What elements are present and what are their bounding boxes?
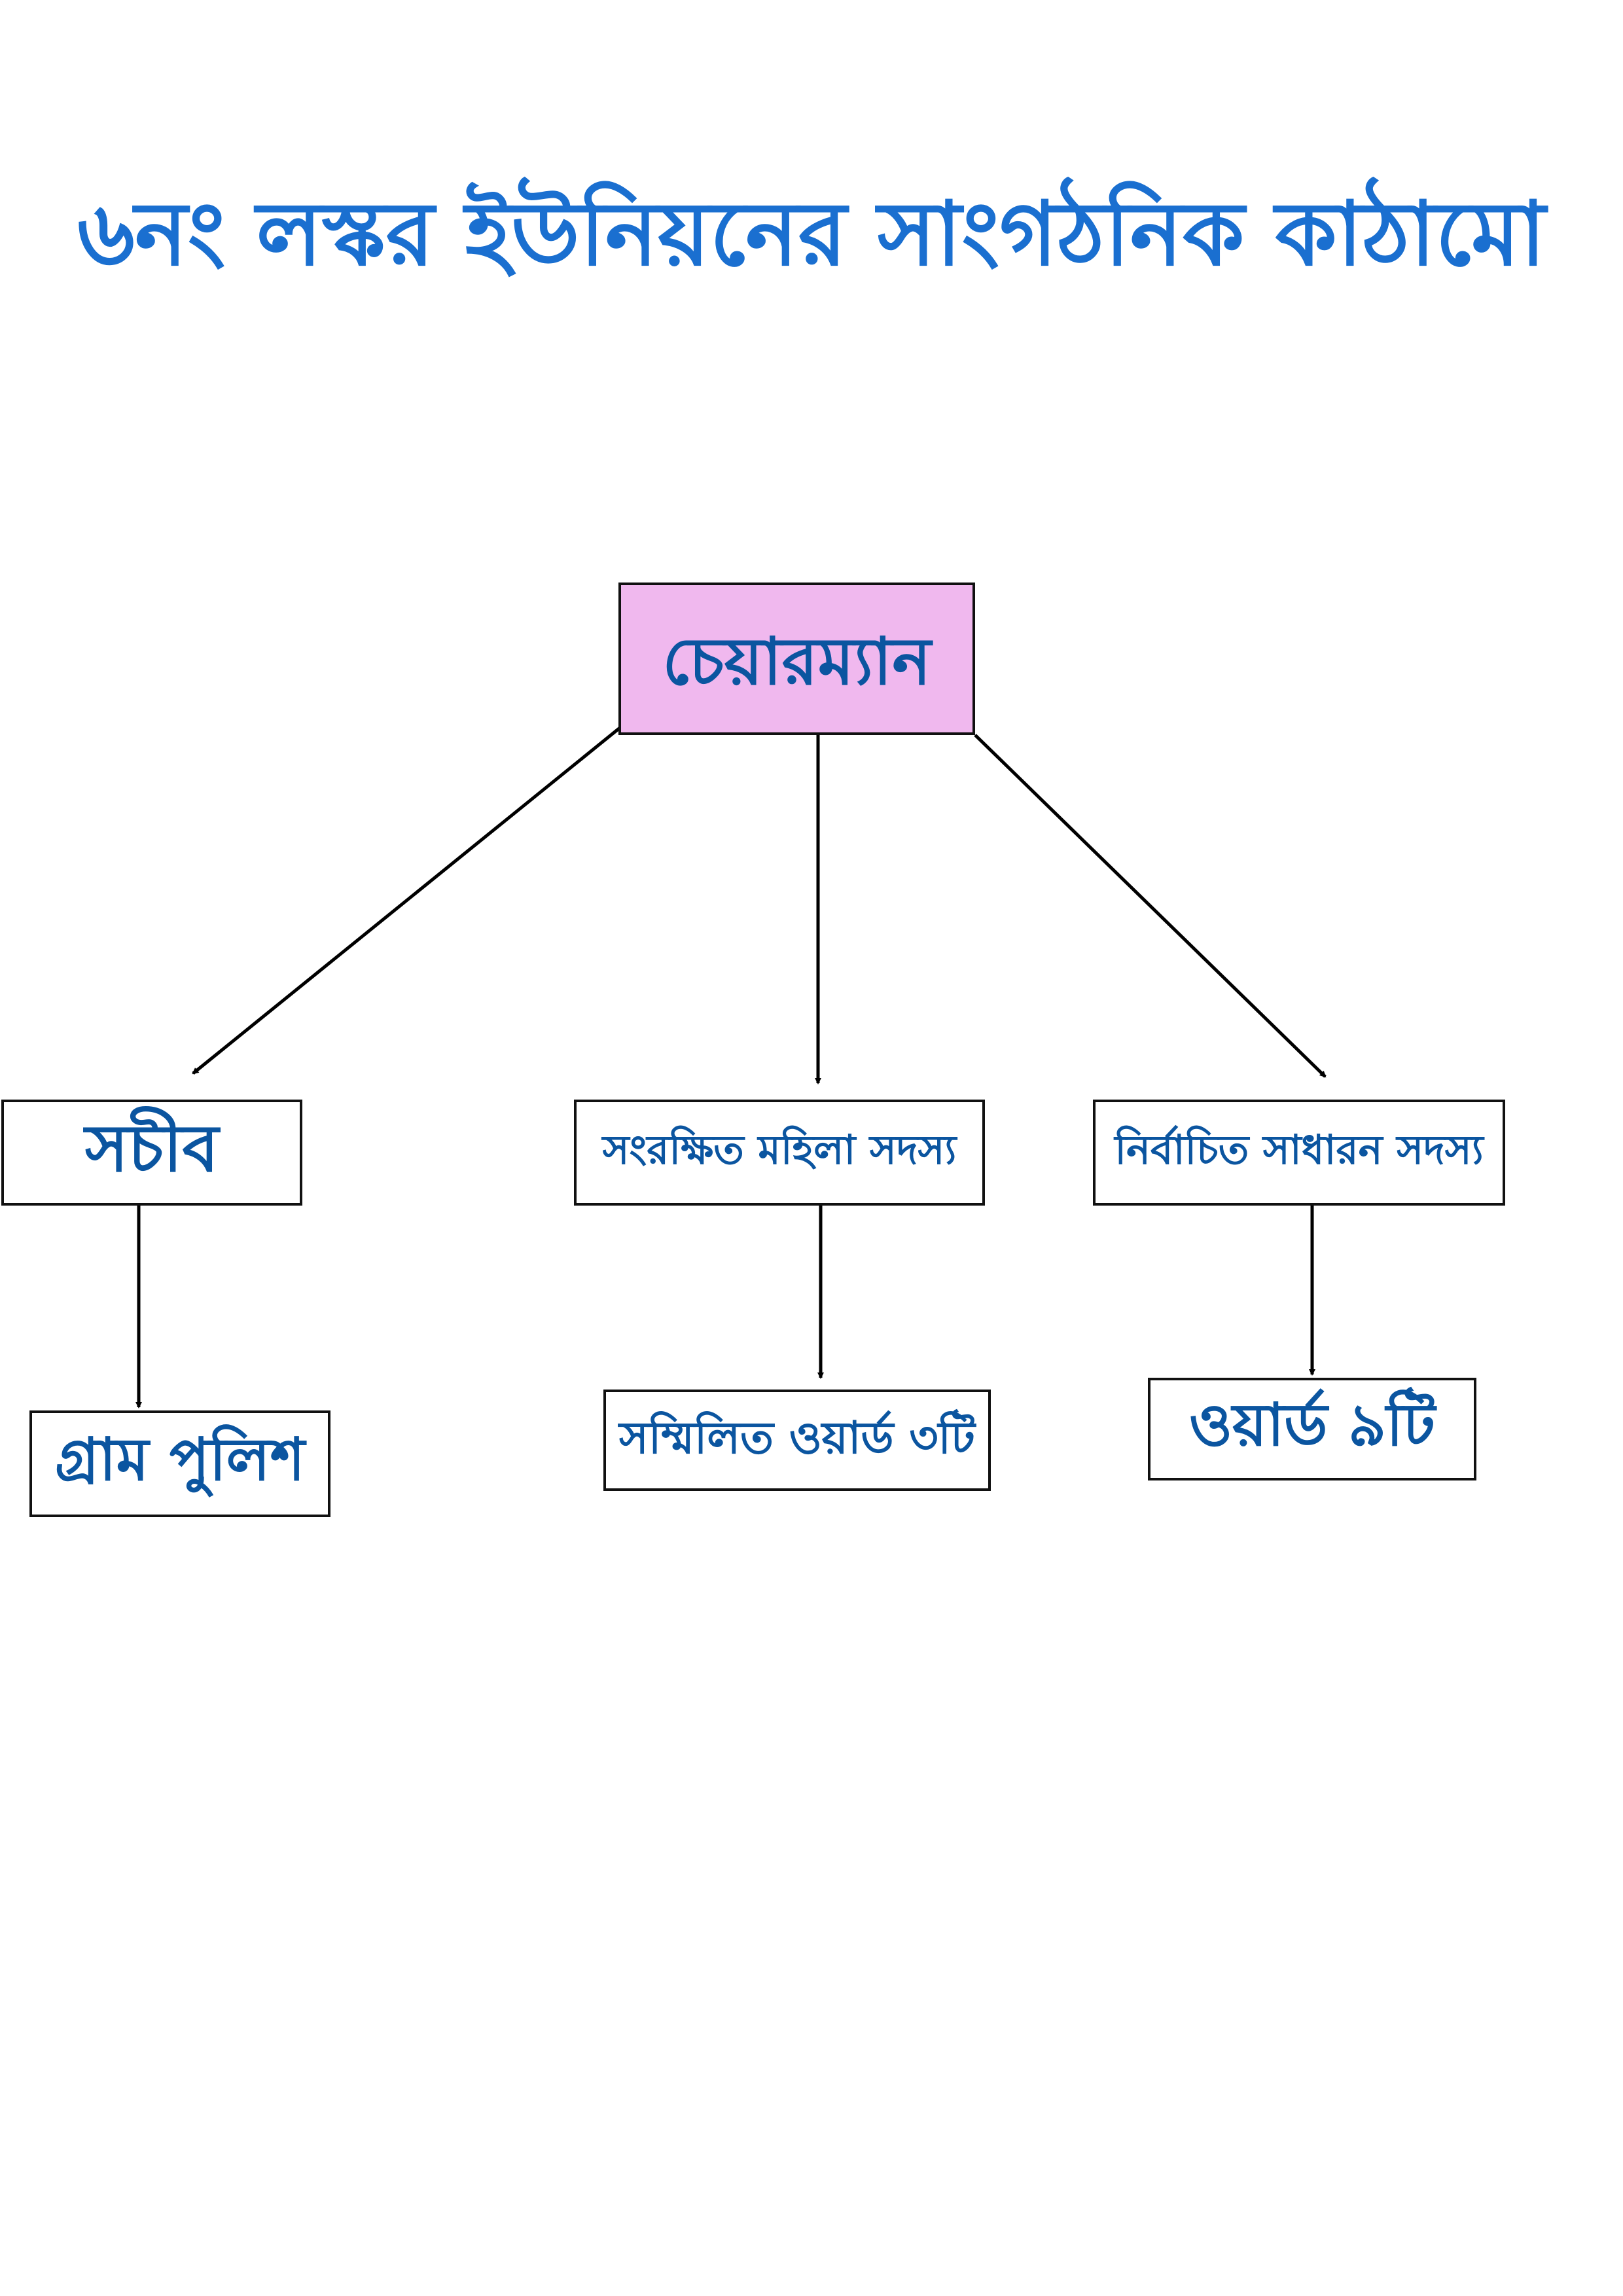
chairman-label: চেয়ারম্যান (662, 623, 931, 700)
secretary-box: সচীব (1, 1100, 302, 1206)
chairman-box: চেয়ারম্যান (618, 583, 975, 735)
arrow-chairman-to-elected (974, 734, 1327, 1078)
village-police-label: গ্রাম পুলিশ (55, 1425, 305, 1494)
reserved-women-member-label: সংরক্ষিত মহিলা সদস্য (602, 1125, 957, 1174)
elected-general-member-box: নির্বাচিত সাধারন সদস্য (1093, 1100, 1505, 1206)
combined-wards-box: সম্মিলিত ওয়ার্ড ৩টি (603, 1390, 991, 1491)
arrow-chairman-to-secretary (192, 719, 631, 1075)
page-title: ৬নং লস্কর ইউনিয়নের সাংগঠনিক কাঠামো (77, 183, 1546, 285)
village-police-box: গ্রাম পুলিশ (29, 1410, 330, 1517)
combined-wards-label: সম্মিলিত ওয়ার্ড ৩টি (619, 1412, 975, 1464)
elected-general-member-label: নির্বাচিত সাধারন সদস্য (1115, 1125, 1484, 1174)
wards-box: ওয়ার্ড ৯টি (1148, 1378, 1476, 1480)
reserved-women-member-box: সংরক্ষিত মহিলা সদস্য (574, 1100, 985, 1206)
secretary-label: সচীব (84, 1109, 219, 1187)
wards-label: ওয়ার্ড ৯টি (1188, 1390, 1436, 1460)
